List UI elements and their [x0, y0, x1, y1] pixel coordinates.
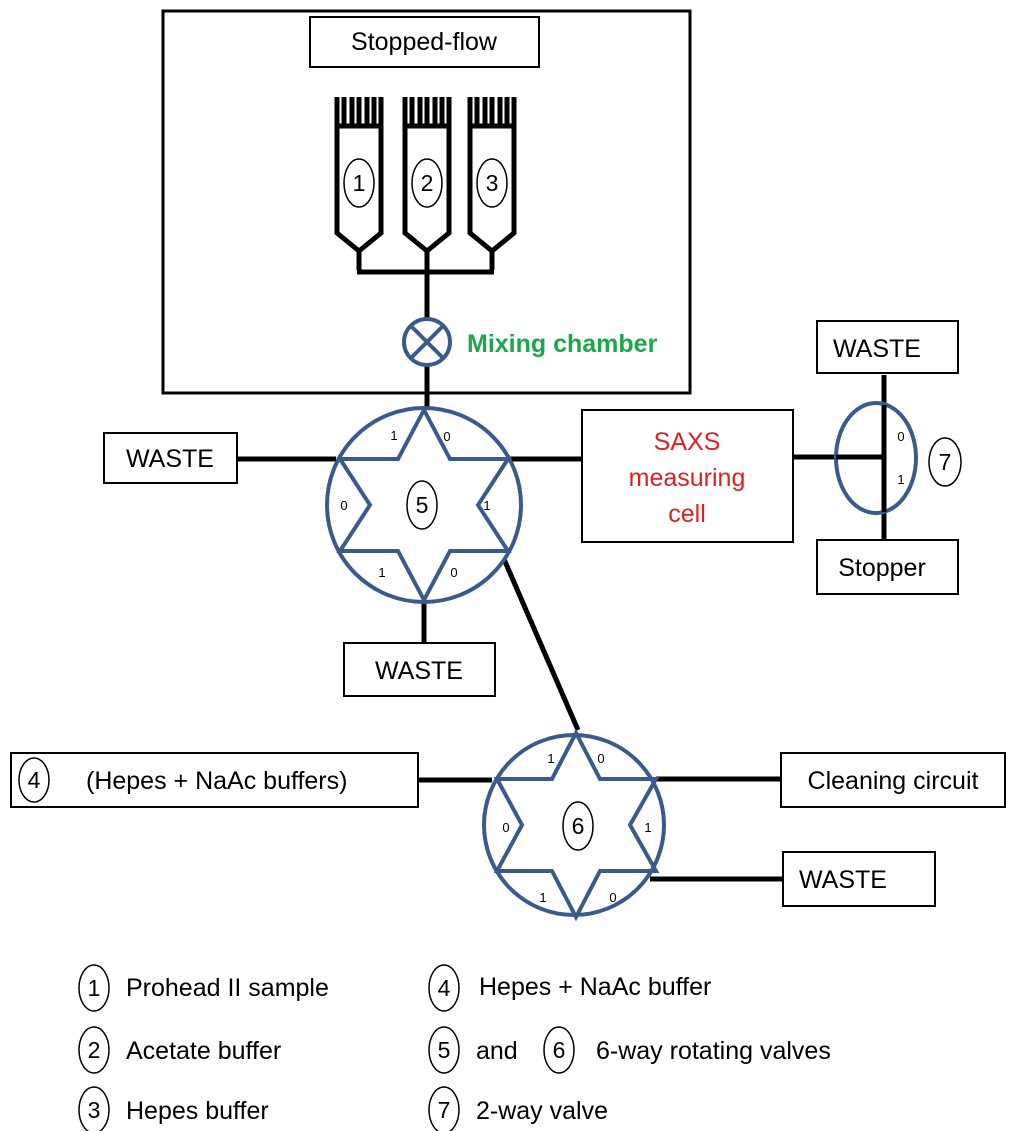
- valve-5-port-left: 0: [340, 498, 347, 513]
- buffer-id-oval: [18, 757, 50, 803]
- syringe-1-id: 1: [353, 170, 366, 196]
- cleaning-circuit-box: [780, 752, 1006, 808]
- legend-5-and: and: [476, 1037, 518, 1065]
- syringe-1-id-oval: [343, 158, 375, 208]
- legend-7-num: 7: [438, 1097, 451, 1123]
- mixing-chamber-icon: [402, 317, 452, 367]
- waste-left-label: WASTE: [126, 445, 214, 473]
- legend-2-oval: [78, 1026, 110, 1074]
- stopped-flow-title: Stopped-flow: [351, 28, 498, 56]
- pipes: [237, 270, 887, 882]
- valve-7-port-lower: 1: [897, 472, 904, 487]
- legend-5-oval: [428, 1026, 460, 1074]
- valve-6-port-bottom-left: 1: [539, 890, 546, 905]
- syringe-1: [334, 97, 384, 270]
- legend-1-text: Prohead II sample: [126, 974, 329, 1002]
- waste-bottom-label: WASTE: [375, 657, 463, 685]
- legend-1-num: 1: [88, 975, 101, 1001]
- buffer-label: (Hepes + NaAc buffers): [86, 767, 347, 795]
- waste-right-box: [782, 851, 936, 907]
- legend-7-text: 2-way valve: [476, 1097, 608, 1125]
- legend-6-num: 6: [553, 1037, 566, 1063]
- waste-right-label: WASTE: [799, 866, 887, 894]
- legend-2-text: Acetate buffer: [126, 1037, 281, 1065]
- waste-top-right-label: WASTE: [833, 335, 921, 363]
- stopper-label: Stopper: [838, 554, 926, 582]
- legend-2-num: 2: [88, 1037, 101, 1063]
- legend-4-text: Hepes + NaAc buffer: [479, 973, 711, 1001]
- valve-7-port-upper: 0: [897, 429, 904, 444]
- legend-3-oval: [78, 1086, 110, 1131]
- legend-4-oval: [428, 964, 460, 1012]
- saxs-label-line-1: SAXS: [654, 428, 721, 456]
- legend-4-num: 4: [438, 975, 451, 1001]
- saxs-cell-box: [581, 409, 794, 543]
- valve-5-port-top-right: 0: [443, 429, 450, 444]
- legend-7-oval: [428, 1086, 460, 1131]
- valve-5-id: 5: [416, 492, 429, 518]
- saxs-label-line-3: cell: [668, 500, 706, 528]
- syringe-3-id-oval: [476, 158, 508, 208]
- legend-6-oval: [543, 1026, 575, 1074]
- waste-bottom-box: [343, 642, 496, 697]
- valve-6-id: 6: [572, 813, 585, 839]
- syringe-2-id-oval: [411, 158, 443, 208]
- valve-5-id-oval: [406, 480, 438, 530]
- valve-6-port-right: 1: [644, 820, 651, 835]
- valve-6-port-bottom-right: 0: [609, 890, 616, 905]
- waste-left-box: [103, 432, 238, 484]
- legend-3-num: 3: [88, 1097, 101, 1123]
- pipe-valve5-valve6: [497, 549, 581, 731]
- legend-3-text: Hepes buffer: [126, 1097, 269, 1125]
- waste-top-right-box: [816, 320, 959, 374]
- stopped-flow-frame: [161, 9, 692, 395]
- syringe-3: [467, 97, 517, 270]
- valve-5-port-bottom-left: 1: [378, 565, 385, 580]
- legend-5-text: 6-way rotating valves: [596, 1037, 831, 1065]
- legend-5-num: 5: [438, 1037, 451, 1063]
- syringe-2-id: 2: [421, 170, 434, 196]
- valve-6-port-top-left: 1: [547, 751, 554, 766]
- buffer-id: 4: [28, 767, 41, 793]
- valve-6-port-left: 0: [502, 820, 509, 835]
- valve-5-port-bottom-right: 0: [450, 565, 457, 580]
- valve-6-id-oval: [562, 801, 594, 851]
- valve-6-port-top-right: 0: [597, 751, 604, 766]
- valve-7: [834, 401, 918, 515]
- legend-1-oval: [78, 964, 110, 1012]
- legend: 1 Prohead II sample 2 Acetate buffer 3 H…: [78, 964, 831, 1131]
- valve-5-port-right: 1: [483, 498, 490, 513]
- buffer-box: [10, 752, 419, 808]
- cleaning-circuit-label: Cleaning circuit: [808, 767, 979, 795]
- stopped-flow-title-box: [309, 16, 540, 68]
- syringe-3-id: 3: [486, 170, 499, 196]
- mixing-chamber-label: Mixing chamber: [467, 330, 658, 358]
- syringe-2: [402, 97, 452, 270]
- saxs-label-line-2: measuring: [629, 464, 746, 492]
- stopper-box: [816, 539, 959, 595]
- valve-7-id: 7: [939, 449, 952, 475]
- valve-7-id-oval: [928, 437, 962, 487]
- valve-5-port-top-left: 1: [390, 428, 397, 443]
